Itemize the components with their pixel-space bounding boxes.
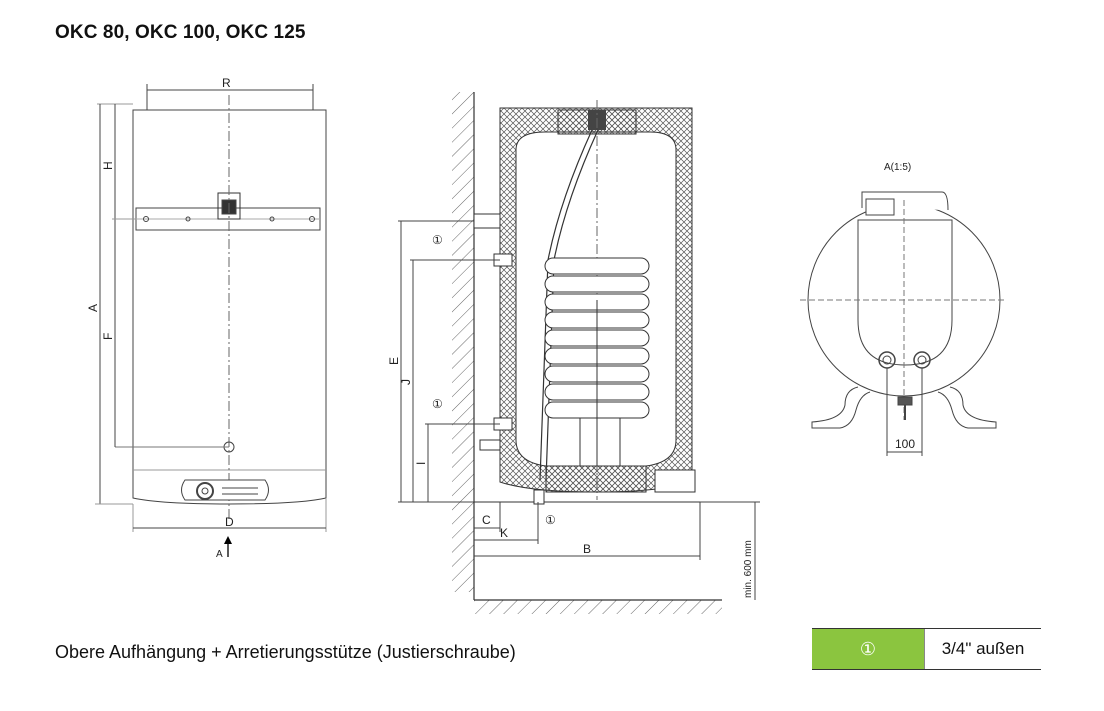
dim-label-K: K (500, 526, 508, 540)
dim-label-H: H (101, 161, 115, 170)
dim-label-I: I (414, 462, 428, 465)
legend-symbol: ① (812, 629, 924, 669)
legend-value: 3/4" außen (924, 629, 1041, 669)
dim-label-B: B (583, 542, 591, 556)
view-arrow-label: A (216, 549, 223, 560)
dim-label-D: D (225, 515, 234, 529)
min-clearance-label: min. 600 mm (743, 540, 754, 598)
front-view (95, 84, 327, 557)
dim-label-E: E (387, 357, 401, 365)
detail-view (800, 191, 1004, 456)
detail-label: A(1:5) (884, 162, 911, 173)
marker-1-bottom: ① (545, 513, 556, 527)
section-view (398, 92, 760, 614)
dim-label-R: R (222, 76, 231, 90)
marker-1-top: ① (432, 233, 443, 247)
marker-1-middle: ① (432, 397, 443, 411)
dim-label-C: C (482, 513, 491, 527)
caption: Obere Aufhängung + Arretierungsstütze (J… (55, 642, 516, 662)
dim-label-J: J (399, 379, 413, 385)
page-title: OKC 80, OKC 100, OKC 125 (55, 22, 306, 43)
legend-table: ① 3/4" außen (812, 628, 1041, 670)
dim-label-A: A (86, 304, 100, 312)
dim-label-100: 100 (895, 437, 915, 451)
dim-label-F: F (101, 333, 115, 340)
